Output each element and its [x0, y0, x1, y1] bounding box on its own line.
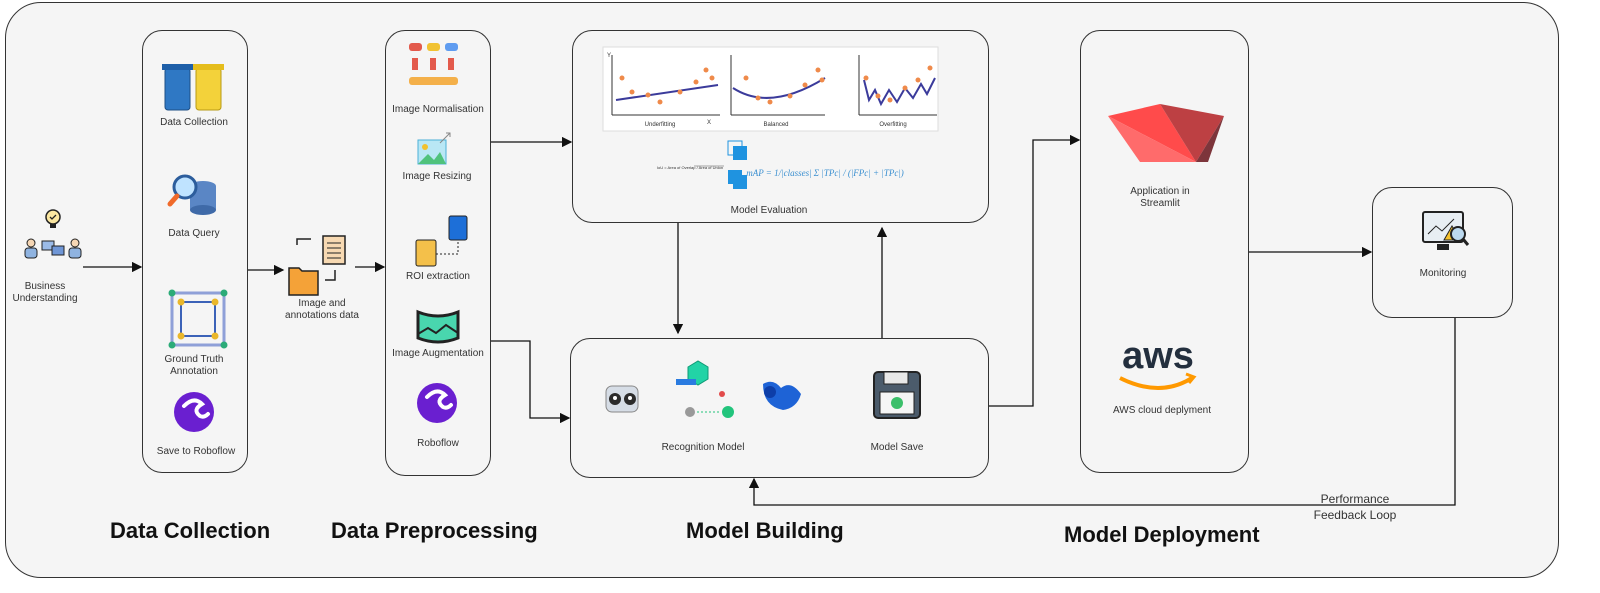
arrow-building-to-deployment	[989, 134, 1081, 407]
model-deployment-box	[1080, 30, 1249, 473]
image-annotations-data-label: Image and annotations data	[285, 298, 359, 321]
streamlit-logo-icon	[1108, 104, 1224, 162]
roi-extraction-icon	[415, 215, 468, 267]
axis-y-label: Y	[606, 53, 612, 59]
business-understanding-label: Business Understanding	[12, 281, 78, 304]
section-title-model-building: Model Building	[686, 518, 844, 543]
data-collection-label: Data Collection	[160, 117, 228, 128]
plot-underfitting	[611, 55, 720, 116]
roboflow-label: Roboflow	[417, 438, 459, 449]
iou-formula: IoU = Area of Overlap / Area of Union	[656, 165, 724, 170]
ml-pipeline-icon	[676, 360, 734, 418]
data-query-label: Data Query	[168, 228, 220, 239]
trash-bins-icon	[162, 64, 224, 111]
image-augmentation-label: Image Augmentation	[392, 348, 484, 359]
data-preprocessing-box	[385, 30, 491, 476]
map-formula: mAP = 1/|classes| Σ |TPc| / (|FPc| + |TP…	[746, 168, 904, 178]
plot-label-underfitting: Underfitting	[644, 122, 676, 128]
recognition-model-label: Recognition Model	[661, 442, 745, 453]
roboflow-logo-icon	[174, 392, 214, 432]
roi-extraction-label: ROI extraction	[406, 271, 470, 282]
plot-overfitting	[858, 55, 937, 116]
model-framework-logo-icon	[763, 381, 801, 410]
monitoring-box	[1372, 187, 1513, 318]
image-augmentation-icon	[416, 309, 460, 344]
model-evaluation-label: Model Evaluation	[730, 205, 808, 216]
business-understanding-icon	[24, 209, 82, 259]
monitoring-icon	[1422, 211, 1470, 250]
arrow-feedback-loop	[748, 318, 1456, 506]
save-to-roboflow-label: Save to Roboflow	[156, 446, 236, 457]
floppy-disk-icon	[873, 371, 921, 419]
data-query-icon	[167, 174, 216, 215]
feedback-loop-label: Performance Feedback Loop	[1313, 492, 1397, 522]
section-title-model-deployment: Model Deployment	[1064, 522, 1260, 547]
plot-label-overfitting: Overfitting	[879, 122, 907, 128]
streamlit-app-label: Application in Streamlit	[1130, 186, 1190, 209]
section-title-data-preprocessing: Data Preprocessing	[331, 518, 538, 543]
section-title-data-collection: Data Collection	[110, 518, 271, 543]
robot-eyes-icon	[605, 385, 639, 413]
aws-deployment-label: AWS cloud deplyment	[1112, 405, 1212, 416]
ground-truth-annotation-label: Ground Truth Annotation	[164, 354, 224, 377]
plot-label-balanced: Balanced	[763, 122, 789, 128]
image-resize-icon	[417, 132, 451, 165]
arrow-preprocessing-to-recognition	[491, 340, 571, 424]
aws-smile-icon	[1119, 376, 1194, 390]
monitoring-label: Monitoring	[1419, 268, 1467, 279]
plot-points	[619, 65, 933, 105]
plot-balanced	[730, 55, 826, 116]
image-normalisation-label: Image Normalisation	[392, 104, 484, 115]
fitting-plots-panel	[602, 46, 939, 132]
bounding-box-icon	[168, 289, 228, 349]
folder-documents-icon	[288, 235, 346, 296]
normalisation-icon	[409, 43, 458, 85]
roboflow-logo-icon-2	[417, 383, 457, 423]
aws-logo: aws	[1122, 335, 1194, 377]
axis-x-label: X	[706, 120, 712, 126]
image-resizing-label: Image Resizing	[402, 171, 472, 182]
model-save-label: Model Save	[870, 442, 924, 453]
iou-boxes-icon	[694, 140, 747, 189]
